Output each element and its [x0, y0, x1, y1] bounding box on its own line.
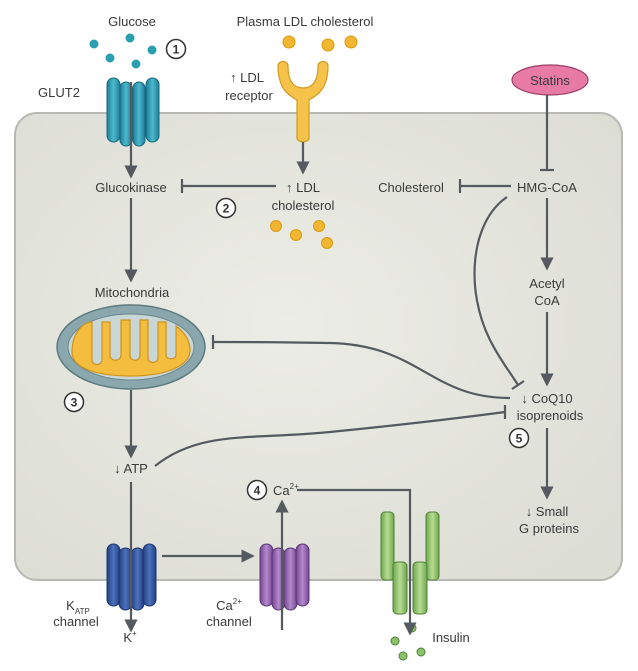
svg-text:5: 5 — [516, 432, 523, 446]
glut2-transporter — [106, 77, 160, 147]
step-3-marker: 3 — [63, 391, 85, 413]
hmg-coa-label: HMG-CoA — [517, 180, 577, 195]
ldl-chol-label-1: ↑ LDL — [286, 180, 320, 195]
svg-text:4: 4 — [254, 484, 261, 498]
step-2-marker: 2 — [215, 197, 237, 219]
insulin-secretory-granules — [380, 511, 440, 615]
mitochondrion — [56, 304, 206, 390]
glucokinase-label: Glucokinase — [95, 180, 167, 195]
calcium-label: Ca2+ — [273, 482, 299, 498]
calcium-channel — [259, 543, 310, 611]
plasma-ldl-label: Plasma LDL cholesterol — [237, 14, 374, 29]
katp-channel-label-2: channel — [53, 614, 99, 629]
calcium-channel-label-2: channel — [206, 614, 252, 629]
inhibition-statins-on-hmg-coa — [540, 95, 554, 172]
step-4-marker: 4 — [246, 479, 268, 501]
plasma-ldl-particles — [282, 35, 358, 52]
insulin-molecules — [390, 623, 426, 661]
acetyl-coa-label-2: CoA — [534, 293, 560, 308]
small-g-proteins-label-2: G proteins — [519, 521, 579, 536]
calcium-channel-label-1: Ca2+ — [216, 597, 242, 613]
mitochondria-label: Mitochondria — [95, 285, 170, 300]
svg-text:Statins: Statins — [530, 73, 570, 88]
katp-channel-label-1: KATP — [66, 598, 90, 616]
insulin-label: Insulin — [432, 630, 470, 645]
intracellular-ldl-particles — [270, 220, 333, 249]
ldl-chol-label-2: cholesterol — [272, 198, 335, 213]
small-g-proteins-label-1: ↓ Small — [526, 504, 569, 519]
katp-channel — [106, 543, 157, 611]
svg-text:1: 1 — [173, 43, 180, 57]
coq10-label-2: isoprenoids — [517, 408, 584, 423]
coq10-label-1: ↓ CoQ10 — [521, 391, 572, 406]
glut2-label: GLUT2 — [38, 85, 80, 100]
svg-text:2: 2 — [223, 202, 230, 216]
inhibition-atp-to-coq10 — [154, 405, 507, 467]
beta-cell-membrane — [14, 112, 623, 581]
ldl-receptor-label-1: ↑ LDL — [230, 70, 264, 85]
statins-node: Statins — [511, 64, 589, 96]
step-5-marker: 5 — [508, 427, 530, 449]
ldl-receptor — [277, 60, 329, 143]
glucose-molecules — [89, 33, 157, 69]
inhibition-ldl-on-glucokinase — [180, 179, 276, 193]
cholesterol-label: Cholesterol — [378, 180, 444, 195]
arrow-ca-to-insulin — [297, 488, 417, 636]
glucose-label: Glucose — [108, 14, 156, 29]
inhibition-coq10-on-mitochondria — [211, 335, 511, 400]
svg-text:3: 3 — [71, 396, 78, 410]
potassium-ion-label: K+ — [123, 629, 137, 645]
atp-label: ↓ ATP — [114, 461, 148, 476]
inhibition-hmg-coa-to-cholesterol — [458, 179, 511, 193]
inhibition-hmg-coa-on-coq10 — [473, 196, 525, 390]
step-1-marker: 1 — [165, 38, 187, 60]
ldl-receptor-label-2: receptor — [225, 88, 273, 103]
acetyl-coa-label-1: Acetyl — [529, 276, 565, 291]
